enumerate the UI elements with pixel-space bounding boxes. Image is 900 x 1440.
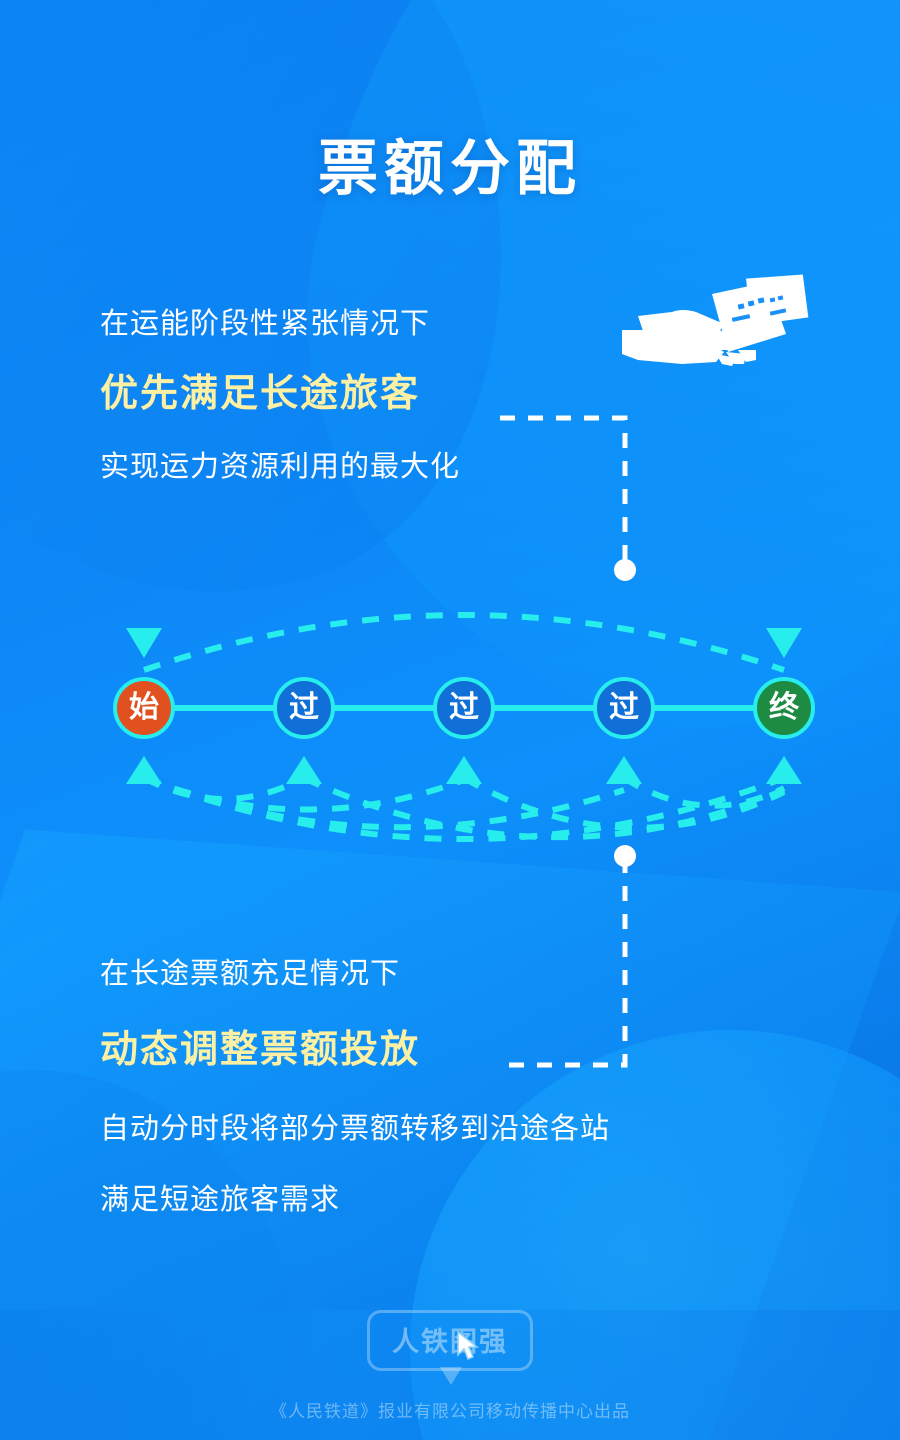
short-haul-arc-6 xyxy=(462,775,786,831)
up-arrow-station-2 xyxy=(286,756,322,784)
station-label: 过 xyxy=(609,691,639,724)
footer: 人铁图强 《人民铁道》报业有限公司移动传播中心出品 xyxy=(0,1310,900,1440)
long-haul-arc xyxy=(143,612,785,673)
station-node-start[interactable]: 始 xyxy=(113,677,175,739)
station-node-pass-3[interactable]: 过 xyxy=(593,677,655,739)
station-label: 过 xyxy=(449,691,479,724)
station-node-end[interactable]: 终 xyxy=(753,677,815,739)
top-line-1: 在运能阶段性紧张情况下 xyxy=(100,308,431,340)
up-arrow-station-5 xyxy=(766,756,802,784)
up-arrow-station-3 xyxy=(446,756,482,784)
up-arrow-station-4 xyxy=(606,756,642,784)
station-label: 过 xyxy=(289,691,319,724)
bottom-line-3: 自动分时段将部分票额转移到沿途各站 xyxy=(100,1113,611,1145)
watermark-logo: 人铁图强 xyxy=(367,1310,533,1385)
cursor-pointer-icon xyxy=(457,1331,479,1360)
watermark-text: 人铁图强 xyxy=(392,1327,508,1357)
down-arrow-station-1 xyxy=(126,628,162,658)
up-arrow-station-1 xyxy=(126,756,162,784)
upper-junction-dot xyxy=(614,559,636,581)
top-line-2-emphasis: 优先满足长途旅客 xyxy=(100,373,421,415)
bottom-text-block: 在长途票额充足情况下 动态调整票额投放 自动分时段将部分票额转移到沿途各站 满足… xyxy=(100,960,610,1257)
bottom-line-4: 满足短途旅客需求 xyxy=(100,1184,341,1216)
station-node-pass-2[interactable]: 过 xyxy=(433,677,495,739)
bottom-line-2-emphasis: 动态调整票额投放 xyxy=(100,1029,421,1071)
short-haul-arc-5 xyxy=(302,775,786,841)
speech-bubble-tail-icon xyxy=(440,1367,462,1385)
top-text-block: 在运能阶段性紧张情况下 优先满足长途旅客 实现运力资源利用的最大化 xyxy=(100,310,460,518)
short-haul-arc-4 xyxy=(142,775,306,802)
station-label: 终 xyxy=(769,691,799,724)
down-arrow-station-5 xyxy=(766,628,802,658)
lower-junction-dot xyxy=(614,845,636,867)
top-line-3: 实现运力资源利用的最大化 xyxy=(100,451,461,483)
short-haul-arc-7 xyxy=(622,775,786,809)
station-label: 始 xyxy=(129,691,159,724)
credit-text: 《人民铁道》报业有限公司移动传播中心出品 xyxy=(270,1402,630,1421)
bottom-line-1: 在长途票额充足情况下 xyxy=(100,958,401,990)
hand-holding-tickets-icon xyxy=(620,268,810,378)
page-title: 票额分配 xyxy=(318,136,582,202)
station-node-pass-1[interactable]: 过 xyxy=(273,677,335,739)
route-diagram: 始 过 过 过 终 xyxy=(0,540,900,940)
